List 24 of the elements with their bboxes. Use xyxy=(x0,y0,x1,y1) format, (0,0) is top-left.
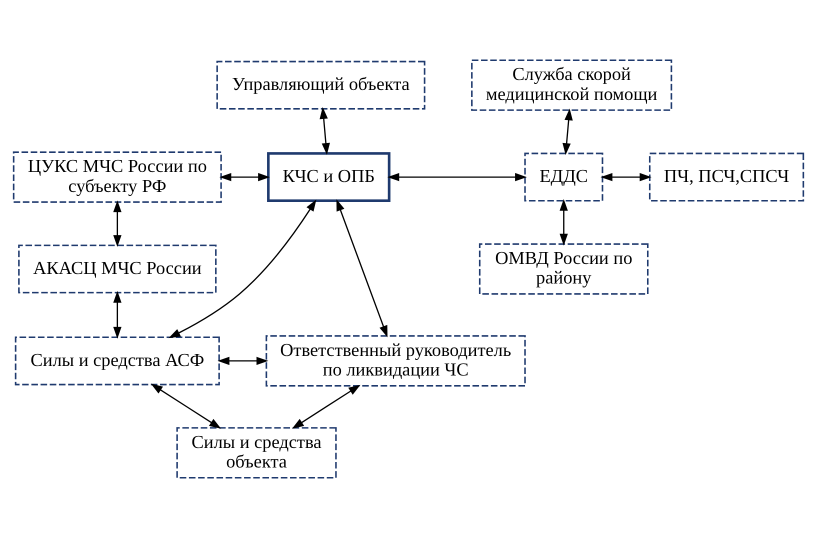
arrow xyxy=(600,172,652,181)
arrow xyxy=(387,172,527,181)
node-box: КЧС и ОПБ xyxy=(267,152,390,202)
arrow xyxy=(320,106,330,154)
node-box: ПЧ, ПСЧ,СПСЧ xyxy=(648,152,804,202)
node-box: ЕДДС xyxy=(524,152,604,202)
arrow xyxy=(219,172,270,181)
node-box: ОМВД России по району xyxy=(478,242,649,294)
arrow xyxy=(560,198,568,246)
arrow xyxy=(150,383,222,428)
arrow xyxy=(218,356,268,365)
arrow xyxy=(113,290,122,338)
node-box: ЦУКС МЧС России по субъекту РФ xyxy=(12,150,222,202)
node-box: Ответственный руководитель по ликвидации ЧС xyxy=(266,334,526,386)
arrow xyxy=(113,200,122,246)
arrow xyxy=(562,108,573,154)
arrow xyxy=(336,198,388,337)
node-box: Силы и средства АСФ xyxy=(14,336,220,385)
node-box: АКАСЦ МЧС России xyxy=(18,244,217,293)
arrow xyxy=(292,384,360,428)
arrow xyxy=(168,198,316,338)
node-box: Служба скорой медицинской помощи xyxy=(471,58,672,110)
node-box: Силы и средства объекта xyxy=(176,426,337,478)
node-box: Управляющий объекта xyxy=(216,60,426,110)
